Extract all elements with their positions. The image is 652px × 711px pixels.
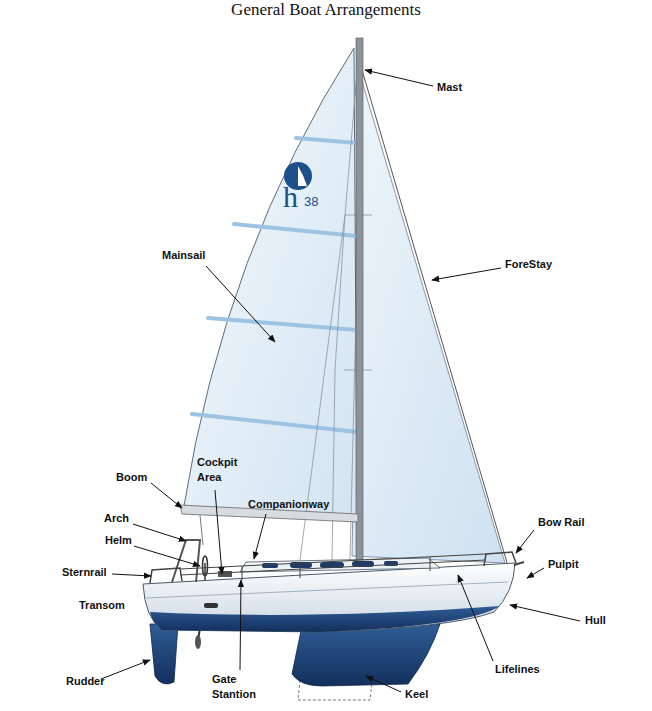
forestay-wire [362, 70, 508, 566]
logo-number: 38 [304, 195, 318, 208]
part-label: Lifelines [495, 662, 540, 677]
lifeline-wires [180, 554, 486, 580]
diagram-title: General Boat Arrangements [0, 0, 652, 20]
rudder-blade [150, 624, 178, 684]
helm-wheel [203, 556, 208, 576]
part-label: Arch [104, 511, 129, 526]
sternrail-frame [150, 568, 182, 583]
jib-sail [352, 78, 505, 563]
keel-fin [292, 624, 440, 686]
part-label: Helm [105, 533, 132, 548]
helm-pedestal [204, 563, 206, 580]
sheer-stripe [146, 582, 508, 598]
propeller [195, 628, 201, 649]
part-label: Pulpit [548, 557, 579, 572]
part-label: Mainsail [162, 248, 205, 263]
part-label: Companionway [248, 497, 329, 512]
part-label: Hull [585, 613, 606, 628]
hull-shape [143, 563, 515, 632]
mainsail-shape [184, 48, 357, 516]
logo-letter: h [283, 182, 298, 212]
hull-port [204, 603, 218, 608]
part-label: Cockpit Area [197, 455, 245, 485]
part-label: Bow Rail [538, 515, 584, 530]
hull-bottom-paint [150, 606, 500, 632]
leader-lines [101, 70, 580, 692]
part-label: Mast [437, 80, 462, 95]
part-label: Boom [116, 470, 147, 485]
part-label: Transom [79, 598, 125, 613]
logo-sail [298, 166, 307, 186]
part-label: Gate Stantion [212, 672, 270, 702]
mast-spar [356, 38, 363, 562]
pulpit-frame [484, 552, 516, 566]
part-label: Keel [405, 687, 428, 702]
part-label: Rudder [66, 674, 105, 689]
part-label: Sternrail [62, 565, 107, 580]
bow-fitting [514, 562, 524, 565]
stern-arch [172, 540, 200, 582]
sail-battens [192, 138, 357, 432]
cockpit-winch [218, 571, 232, 577]
part-label: ForeStay [505, 257, 552, 272]
